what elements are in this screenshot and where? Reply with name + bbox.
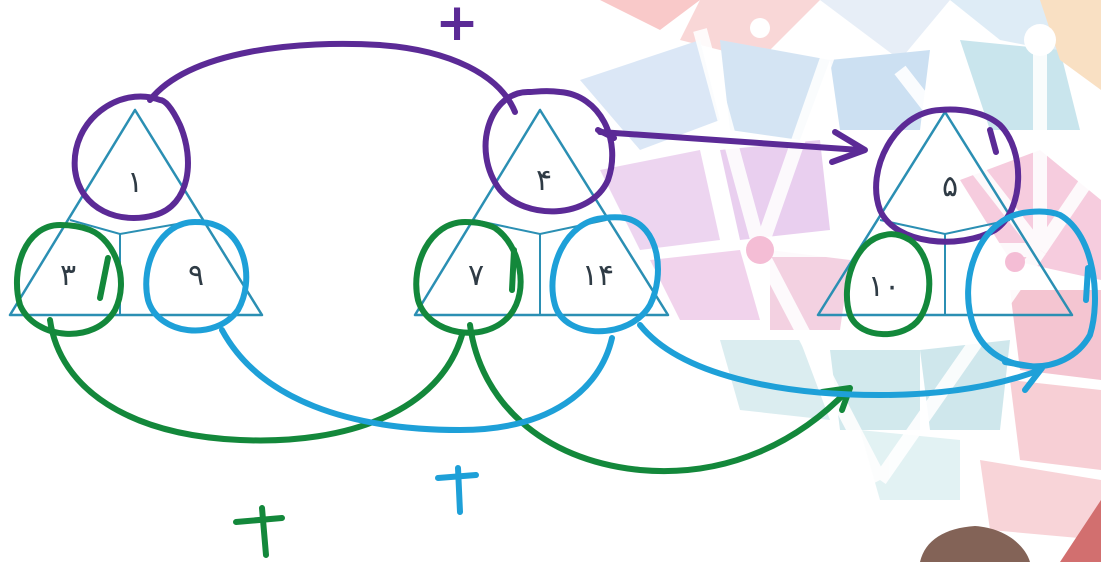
- cyan-circle-2: [549, 214, 661, 335]
- triangle-2-outline: [413, 108, 670, 317]
- triangle-2-right-number: ١۴: [582, 258, 614, 293]
- triangle-1-outline: [8, 108, 264, 317]
- purple-circle-1: [71, 93, 191, 221]
- triangle-3-left-number: ١٠: [868, 269, 900, 304]
- triangle-1-right-number: ٩: [188, 258, 204, 293]
- triangle-2: ۴ ٧ ١۴: [413, 108, 670, 317]
- cyan-circle-1: [143, 219, 250, 334]
- triangle-1: ١ ٣ ٩: [8, 108, 264, 317]
- background-mosaic: [580, 0, 1101, 562]
- cyan-plus-horizontal: [435, 472, 479, 481]
- cyan-connector-arc-2: [637, 322, 1043, 398]
- purple-arrow-head: [829, 129, 868, 165]
- triangle-3-top-number: ۵: [942, 169, 958, 204]
- purple-circle-2: [482, 88, 616, 215]
- cyan-circle-3: [965, 208, 1098, 370]
- green-plus-horizontal: [233, 515, 285, 525]
- purple-connector-arc: [147, 40, 518, 115]
- purple-annotations: [71, 40, 1022, 245]
- triangle-2-top-number: ۴: [536, 163, 552, 198]
- green-connector-arc-2: [467, 322, 851, 474]
- green-circle-3: [843, 231, 933, 338]
- triangle-1-left-number: ٣: [60, 258, 76, 293]
- cyan-connector-arc-1: [219, 327, 615, 433]
- purple-arrow-shaft: [597, 129, 863, 153]
- green-plus-vertical: [259, 505, 269, 558]
- cyan-arrow-head: [1002, 359, 1045, 393]
- green-circle-2: [413, 219, 524, 336]
- green-connector-arc-1: [47, 317, 465, 444]
- green-circle-1: [13, 222, 124, 337]
- purple-plus-sign: +: [435, 0, 479, 53]
- cyan-annotations: [143, 208, 1098, 515]
- triangle-1-top-number: ١: [127, 165, 143, 200]
- triangle-2-left-number: ٧: [468, 258, 484, 293]
